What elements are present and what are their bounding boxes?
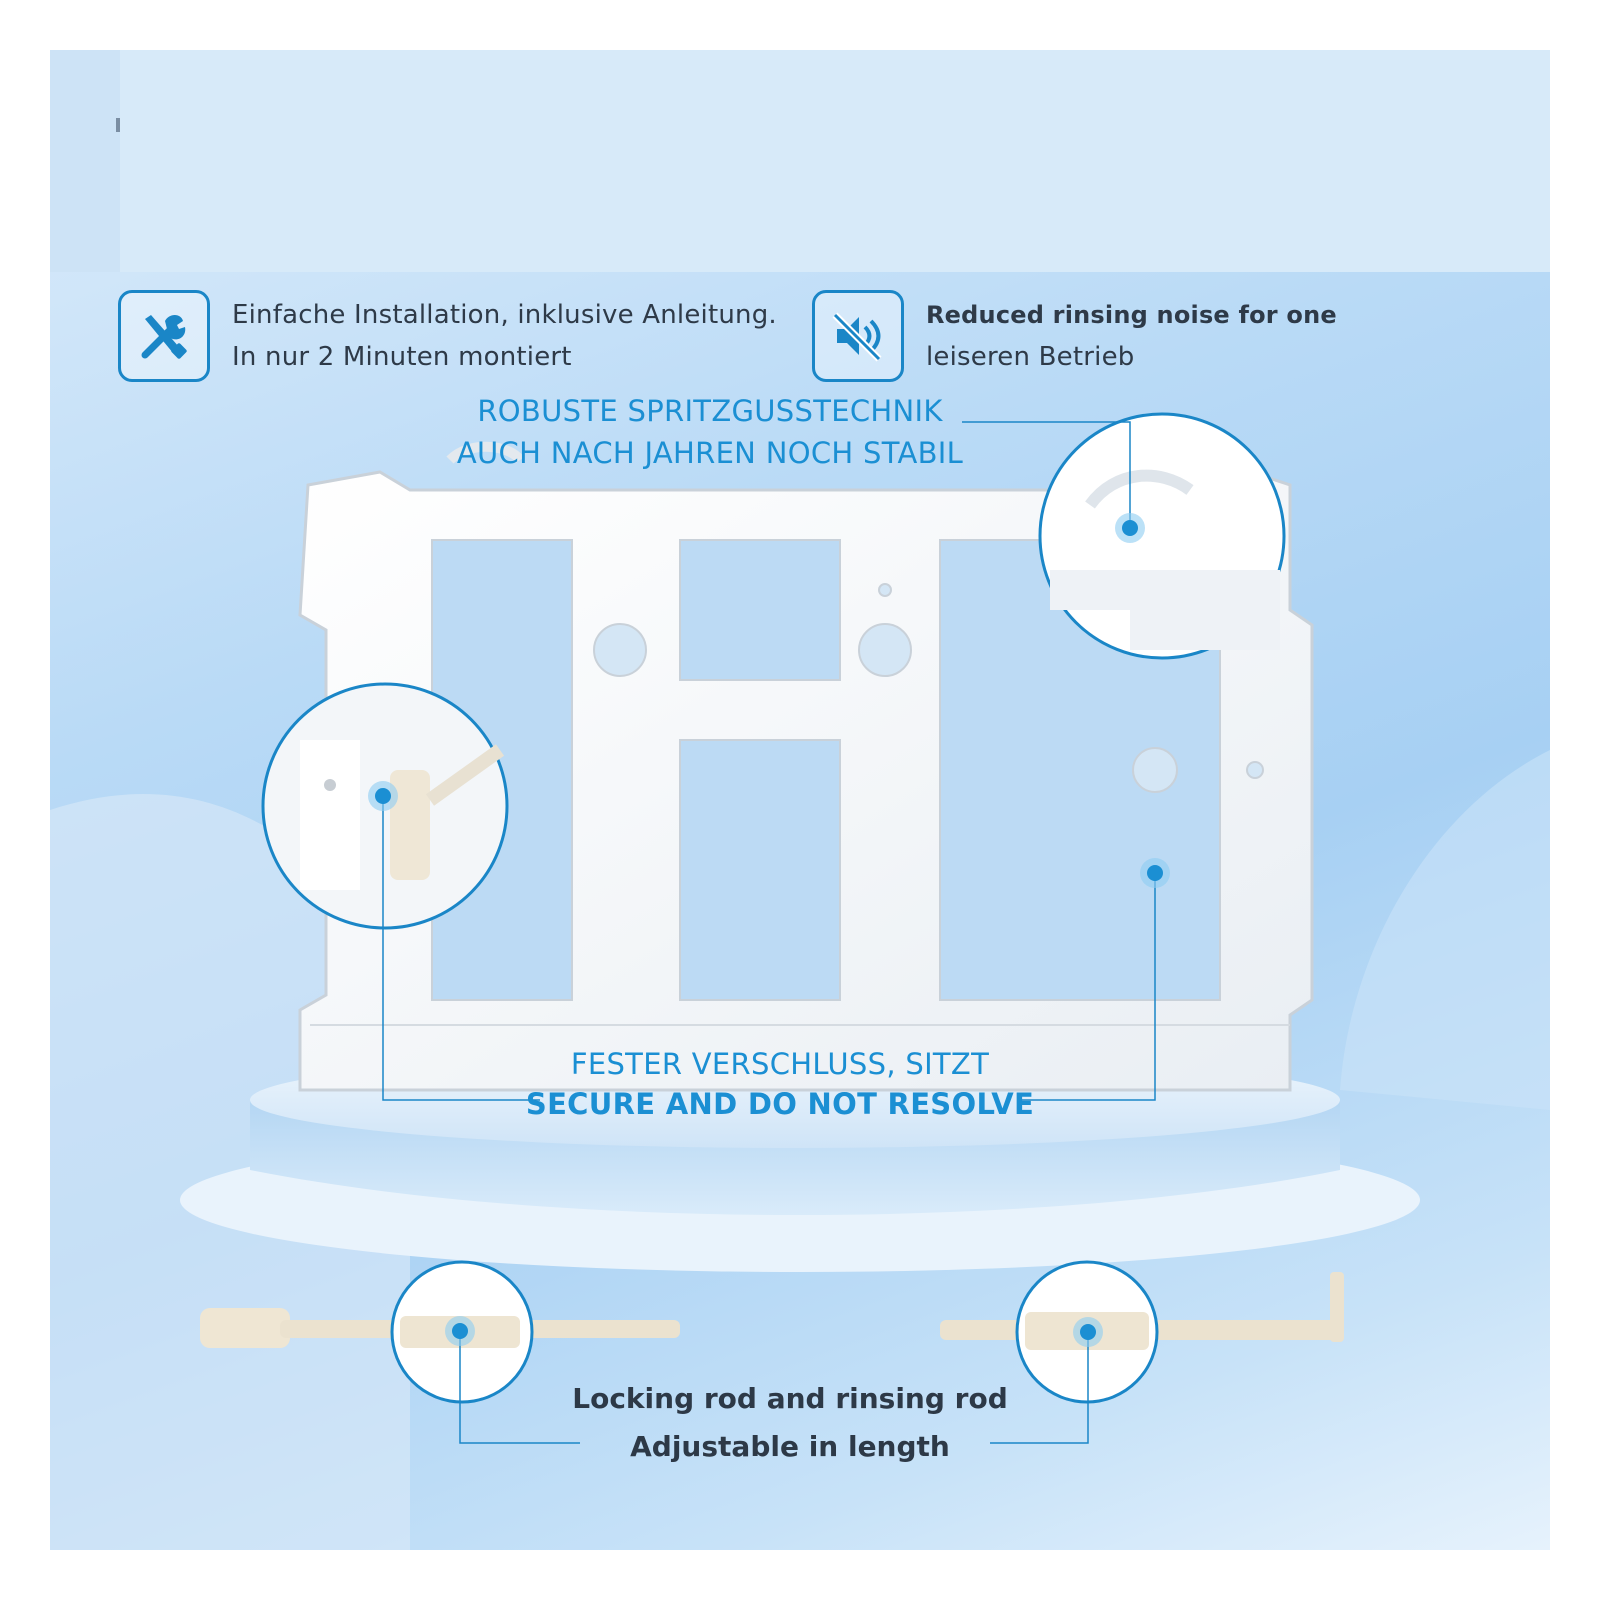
- feature-line: Reduced rinsing noise for one: [926, 301, 1337, 329]
- mounting-frame: [298, 441, 1314, 1092]
- marker-dots: [368, 513, 1170, 1347]
- feature-installation: Einfache Installation, inklusive Anleitu…: [118, 290, 777, 382]
- callout-top: ROBUSTE SPRITZGUSSTECHNIK AUCH NACH JAHR…: [450, 390, 970, 474]
- callout-line: AUCH NACH JAHREN NOCH STABIL: [456, 436, 964, 470]
- locking-rod: [200, 1260, 680, 1404]
- speaker-muted-icon: [812, 290, 904, 382]
- feature-line: In nur 2 Minuten montiert: [232, 342, 572, 372]
- callout-middle: FESTER VERSCHLUSS, SITZT SECURE AND DO N…: [490, 1044, 1070, 1124]
- caption-line: Adjustable in length: [630, 1430, 950, 1463]
- zoom-detail-top: [1038, 412, 1286, 660]
- product-infographic: Einfache Installation, inklusive Anleitu…: [50, 50, 1550, 1550]
- feature-line: Einfache Installation, inklusive Anleitu…: [232, 300, 777, 330]
- leader-lines: [382, 421, 1156, 1444]
- feature-line: leiseren Betrieb: [926, 342, 1135, 372]
- top-band-stub: [50, 50, 120, 272]
- product-illustration: [50, 412, 1550, 1550]
- caption-line: Locking rod and rinsing rod: [572, 1382, 1008, 1415]
- tools-icon: [118, 290, 210, 382]
- callout-line: FESTER VERSCHLUSS, SITZT: [570, 1047, 990, 1081]
- backdrop-wave: [1340, 750, 1550, 1110]
- callout-line: SECURE AND DO NOT RESOLVE: [525, 1087, 1035, 1121]
- decorative-mark: [116, 118, 120, 132]
- feature-noise: Reduced rinsing noise for one leiseren B…: [812, 290, 1337, 382]
- callout-bottom: Locking rod and rinsing rod Adjustable i…: [510, 1375, 1070, 1471]
- top-banner: [120, 50, 1550, 272]
- rinsing-rod: [940, 1260, 1344, 1404]
- callout-line: ROBUSTE SPRITZGUSSTECHNIK: [477, 394, 943, 428]
